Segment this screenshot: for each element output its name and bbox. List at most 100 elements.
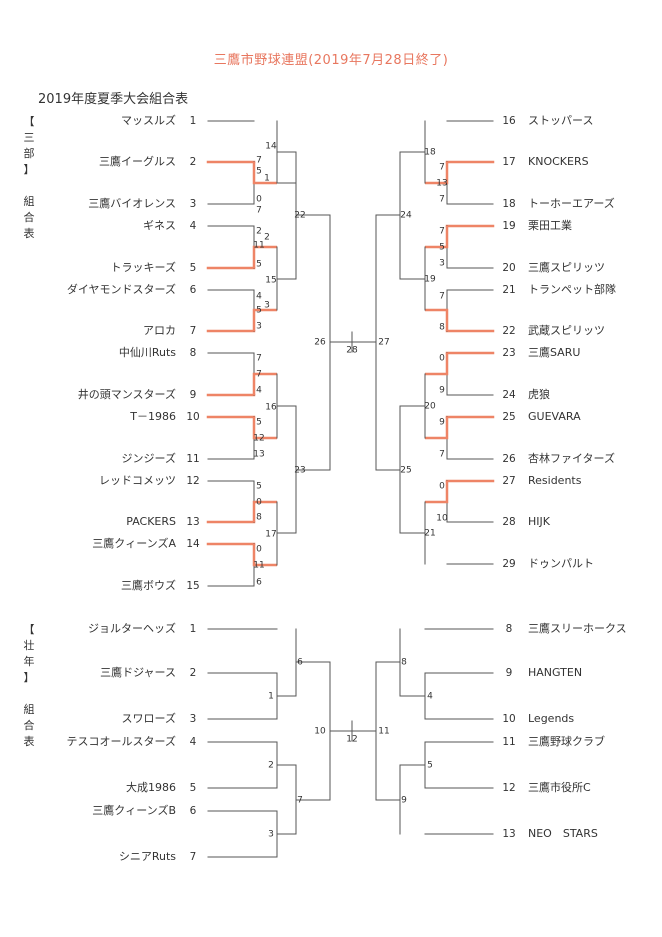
- match-number: 3: [268, 830, 274, 840]
- match-number: 14: [265, 142, 277, 152]
- score: 7: [256, 156, 262, 166]
- division-label-sonen: 壮: [24, 639, 35, 652]
- team-name-right: 三鷹SARU: [528, 345, 580, 359]
- score: 12: [253, 434, 264, 444]
- division-label-sonen: 年: [24, 654, 35, 668]
- match-number: 12: [346, 735, 357, 745]
- match-number: 18: [424, 148, 436, 158]
- match-number: 11: [378, 727, 389, 737]
- team-name-left-seed: 3: [190, 713, 197, 725]
- division-label-sonen: 】: [24, 671, 35, 684]
- team-name-right: 三鷹スリーホークス: [528, 621, 627, 635]
- team-name-right-seed: 27: [502, 475, 515, 487]
- division-label-sonen: 表: [24, 734, 35, 748]
- score: 6: [256, 578, 262, 588]
- score: 9: [439, 386, 445, 396]
- team-name-right-seed: 10: [502, 713, 515, 725]
- team-name-left: ギネス: [143, 219, 176, 232]
- team-name-left-seed: 7: [190, 851, 197, 863]
- score: 3: [439, 259, 445, 269]
- winner-path: [425, 308, 449, 331]
- match-number: 28: [346, 346, 358, 356]
- team-name-left-seed: 1: [190, 115, 197, 127]
- team-name-right: KNOCKERS: [528, 155, 589, 168]
- score: 0: [256, 545, 262, 555]
- score: 7: [439, 163, 445, 173]
- team-name-left: 三鷹ボウズ: [121, 578, 176, 592]
- team-name-left: PACKERS: [126, 515, 176, 528]
- team-name-left-seed: 14: [186, 538, 200, 550]
- team-name-left: 三鷹クィーンズB: [92, 803, 176, 817]
- team-name-right-seed: 12: [502, 782, 515, 794]
- match-number: 1: [264, 174, 270, 184]
- team-name-right: Residents: [528, 474, 582, 487]
- team-name-left: マッスルズ: [121, 113, 176, 127]
- team-name-right-seed: 21: [502, 284, 515, 296]
- winner-path: [252, 544, 277, 567]
- team-name-left: ジョルターヘッズ: [88, 621, 176, 635]
- team-name-left-seed: 6: [190, 805, 197, 817]
- score: 5: [256, 260, 262, 270]
- team-name-left-seed: 4: [190, 220, 197, 232]
- page-title: 三鷹市野球連盟(2019年7月28日終了): [213, 53, 449, 68]
- division-label-sanbu: 】: [24, 163, 35, 176]
- team-name-right-seed: 8: [506, 623, 513, 635]
- team-name-right: 三鷹市役所C: [528, 780, 591, 794]
- division-label-sanbu: 【: [24, 115, 35, 128]
- score: 11: [253, 561, 264, 571]
- winner-path: [425, 417, 449, 440]
- match-number: 23: [294, 466, 305, 476]
- score: 5: [256, 167, 262, 177]
- score: 7: [256, 354, 262, 364]
- team-name-right-seed: 28: [502, 516, 515, 528]
- team-name-right: Legends: [528, 712, 574, 725]
- score: 3: [256, 322, 262, 332]
- score: 0: [439, 354, 445, 364]
- team-name-left-seed: 15: [186, 580, 199, 592]
- winner-path: [252, 308, 277, 331]
- match-number: 16: [265, 403, 277, 413]
- team-name-left: ダイヤモンドスターズ: [67, 282, 176, 296]
- score: 9: [439, 418, 445, 428]
- team-name-right-seed: 22: [502, 325, 515, 337]
- winner-path: [425, 162, 449, 185]
- score: 7: [439, 450, 445, 460]
- team-name-left: アロカ: [143, 324, 176, 337]
- team-name-left-seed: 11: [186, 453, 199, 465]
- team-name-right: 武蔵スピリッツ: [528, 324, 605, 337]
- team-name-left-seed: 6: [190, 284, 197, 296]
- division-label-sonen: 【: [24, 623, 35, 636]
- match-number: 2: [264, 233, 270, 243]
- match-number: 17: [265, 530, 276, 540]
- team-name-right: GUEVARA: [528, 410, 581, 423]
- match-number: 25: [400, 466, 411, 476]
- team-name-left-seed: 4: [190, 736, 197, 748]
- team-name-right: トランペット部隊: [528, 282, 616, 296]
- score: 5: [256, 482, 262, 492]
- team-name-right-seed: 16: [502, 115, 516, 127]
- score: 5: [439, 243, 445, 253]
- team-name-left: 三鷹クィーンズA: [92, 536, 176, 550]
- division-label-sonen: 組: [24, 703, 35, 716]
- winner-path: [425, 353, 449, 376]
- division-label-sanbu: 三: [24, 131, 35, 144]
- team-name-left-seed: 3: [190, 198, 197, 210]
- match-number: 4: [427, 692, 433, 702]
- team-name-left-seed: 8: [190, 347, 197, 359]
- team-name-right: 杏林ファイターズ: [528, 451, 615, 465]
- team-name-right: トーホーエアーズ: [528, 196, 615, 210]
- score: 7: [256, 206, 262, 216]
- winner-path: [252, 417, 277, 440]
- winner-path: [425, 481, 449, 504]
- team-name-left: 大成1986: [126, 780, 176, 794]
- winner-path: [252, 372, 277, 395]
- score: 4: [256, 386, 262, 396]
- team-name-left-seed: 7: [190, 325, 197, 337]
- team-name-right: 栗田工業: [528, 219, 572, 232]
- team-name-right-seed: 11: [502, 736, 515, 748]
- page-subtitle: 2019年度夏季大会組合表: [38, 92, 189, 107]
- winner-path: [252, 500, 277, 522]
- team-name-left-seed: 1: [190, 623, 197, 635]
- team-name-right: 三鷹スピリッツ: [528, 260, 605, 274]
